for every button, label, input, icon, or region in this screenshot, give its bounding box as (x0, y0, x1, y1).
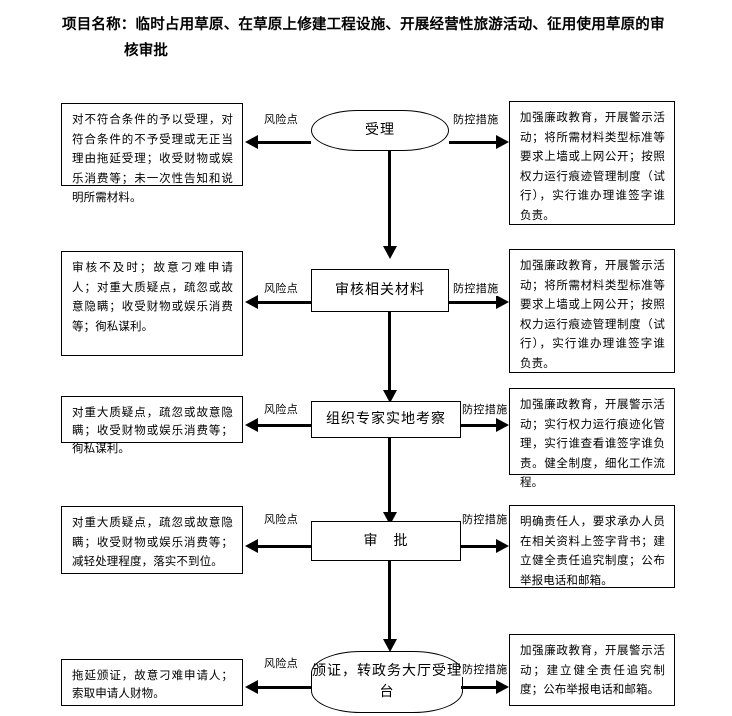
connector-line-approval-to-certificate (388, 561, 391, 639)
connector-label-review-risk: 风险点 (263, 280, 300, 296)
connector-label-certificate-control: 防控措施 (461, 661, 509, 677)
connector-arrow-approval-to-certificate (383, 639, 397, 652)
connector-arrow-acceptance-to-review (383, 246, 397, 259)
connector-line-survey-to-approval (388, 438, 391, 512)
connector-label-survey-risk: 风险点 (263, 401, 300, 417)
connector-line-approval-risk (258, 545, 311, 548)
connector-arrow-certificate-risk (245, 680, 258, 694)
connector-arrow-survey-control (496, 418, 509, 432)
node-approval-label: 审 批 (363, 532, 409, 549)
node-expert-survey-label: 组织专家实地考察 (326, 411, 446, 427)
risk-note-approval: 对重大质疑点，疏忽或故意隐瞒；收受财物或娱乐消费等；减轻处理程度，落实不到位。 (61, 506, 243, 574)
risk-note-expert-survey: 对重大质疑点，疏忽或故意隐瞒；收受财物或娱乐消费等；徇私谋利。 (61, 396, 243, 455)
connector-label-approval-control: 防控措施 (461, 511, 509, 527)
control-note-acceptance: 加强廉政教育，开展警示活动；将所需材料类型标准等要求上墙或上网公开；按照权力运行… (509, 101, 675, 225)
connector-line-acceptance-risk (258, 141, 311, 144)
connector-line-acceptance-to-review (388, 151, 391, 246)
node-review-materials-label: 审核相关材料 (335, 282, 425, 298)
node-acceptance[interactable]: 受理 (311, 110, 449, 151)
connector-arrow-certificate-control (496, 680, 509, 694)
control-note-expert-survey: 加强廉政教育，开展警示活动；实行权力运行痕迹化管理，实行谁查看谁签字谁负责。健全… (509, 388, 675, 489)
control-note-approval: 明确责任人，要求承办人员在相关资料上签字背书；建立健全责任追究制度；公布举报电话… (509, 505, 675, 588)
page-title-line-2: 核审批 (124, 43, 169, 59)
node-issue-certificate-label: 颁证，转政务大厅受理台 (312, 663, 462, 700)
page-title: 项目名称：临时占用草原、在草原上修建工程设施、开展经营性旅游活动、征用使用草原的… (62, 12, 672, 64)
page-title-line-1: 项目名称：临时占用草原、在草原上修建工程设施、开展经营性旅游活动、征用使用草原的… (62, 17, 665, 33)
risk-note-acceptance: 对不符合条件的予以受理，对符合条件的不予受理或无正当理由拖延受理；收受财物或娱乐… (61, 103, 243, 204)
connector-arrow-survey-risk (245, 418, 258, 432)
connector-arrow-acceptance-control (496, 135, 509, 149)
connector-label-survey-control: 防控措施 (461, 401, 509, 417)
connector-line-certificate-control (461, 686, 496, 689)
connector-line-survey-risk (258, 424, 311, 427)
control-note-issue-certificate: 加强廉政教育，开展警示活动；建立健全责任追究制度；公布举报电话和邮箱。 (509, 634, 675, 706)
node-expert-survey[interactable]: 组织专家实地考察 (311, 401, 461, 438)
connector-arrow-review-risk (245, 295, 258, 309)
node-review-materials[interactable]: 审核相关材料 (311, 269, 449, 312)
node-issue-certificate[interactable]: 颁证，转政务大厅受理台 (311, 651, 463, 713)
node-acceptance-label: 受理 (365, 122, 395, 138)
connector-arrow-review-to-survey (383, 390, 397, 403)
risk-note-review-materials: 审核不及时；故意刁难申请人；对重大质疑点，疏忽或故意隐瞒；收受财物或娱乐消费等；… (61, 251, 243, 356)
connector-arrow-review-control (496, 295, 509, 309)
connector-arrow-acceptance-risk (245, 135, 258, 149)
connector-line-approval-control (461, 545, 496, 548)
connector-line-survey-control (461, 424, 496, 427)
connector-line-certificate-risk (258, 686, 311, 689)
connector-label-review-control: 防控措施 (452, 280, 500, 296)
node-approval[interactable]: 审 批 (311, 521, 461, 561)
connector-label-approval-risk: 风险点 (263, 511, 300, 527)
connector-arrow-approval-risk (245, 539, 258, 553)
risk-note-issue-certificate: 拖延颁证，故意刁难申请人；索取申请人财物。 (61, 659, 243, 706)
connector-label-certificate-risk: 风险点 (263, 655, 300, 671)
connector-line-review-to-survey (388, 312, 391, 390)
connector-line-review-risk (258, 301, 311, 304)
connector-label-acceptance-risk: 风险点 (263, 111, 300, 127)
control-note-review-materials: 加强廉政教育，开展警示活动；将所需材料类型标准等要求上墙或上网公开；按照权力运行… (509, 249, 675, 373)
connector-label-acceptance-control: 防控措施 (452, 111, 500, 127)
connector-line-review-control (449, 301, 496, 304)
connector-line-acceptance-control (449, 141, 496, 144)
connector-arrow-approval-control (496, 539, 509, 553)
